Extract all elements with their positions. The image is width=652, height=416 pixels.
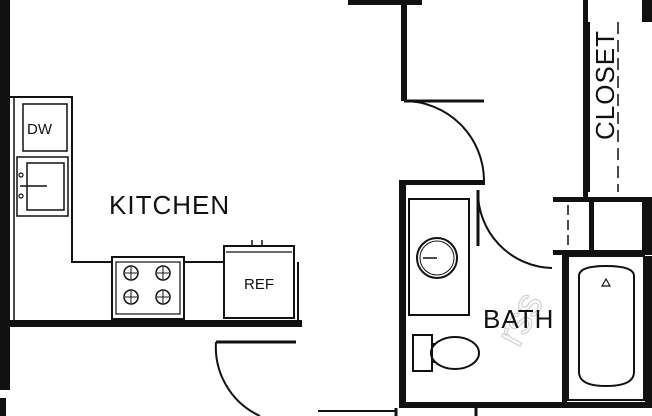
range [111,256,185,320]
kitchen-fixtures [10,96,299,320]
labels: KITCHEN BATH CLOSET DW REF [27,30,620,334]
burner-icon [155,289,171,305]
dishwasher [22,103,68,152]
bath-bottom-wall [399,402,652,408]
dishwasher-label: DW [27,121,53,138]
right-wall-upper [642,0,652,22]
vanity [408,198,470,316]
sink [16,156,69,217]
central-wall-lower [399,180,406,404]
bath-top-wall [401,180,485,185]
left-wall-lower-segment [0,398,6,416]
right-wall-mid [642,200,652,252]
closet-divider-wall [589,199,594,253]
toilet-bowl-icon [430,336,480,370]
closet-bottom-wall [553,197,652,202]
tub-surround-top-wall [553,250,652,255]
closet-label: CLOSET [590,30,620,140]
burner-icon [123,289,139,305]
kitchen-label: KITCHEN [109,190,230,220]
bath-fixtures [408,198,645,401]
closet-left-wall [583,0,588,199]
bath-label: BATH [483,304,554,334]
bath-door-swing [476,189,553,269]
tub-basin-icon [578,264,635,388]
kitchen-counter-outline [10,96,224,263]
kitchen-divider-wall [6,320,302,327]
doors [214,22,619,416]
right-wall-lower [645,256,652,406]
hall-door-swing [214,341,261,416]
toilet [412,334,480,372]
vanity-sink-icon [416,237,458,279]
left-exterior-wall [0,0,10,390]
bathtub [567,255,645,401]
burner-icon [123,265,139,281]
refrigerator-label: REF [244,276,274,293]
top-wall-segment [348,0,422,5]
burner-icon [155,265,171,281]
entry-door-swing [403,100,485,181]
faucet-icon [18,172,24,178]
refrigerator [223,240,299,320]
central-wall-upper [401,0,407,101]
tub-drain-icon [600,277,612,287]
tub-alcove-wall [562,250,567,405]
